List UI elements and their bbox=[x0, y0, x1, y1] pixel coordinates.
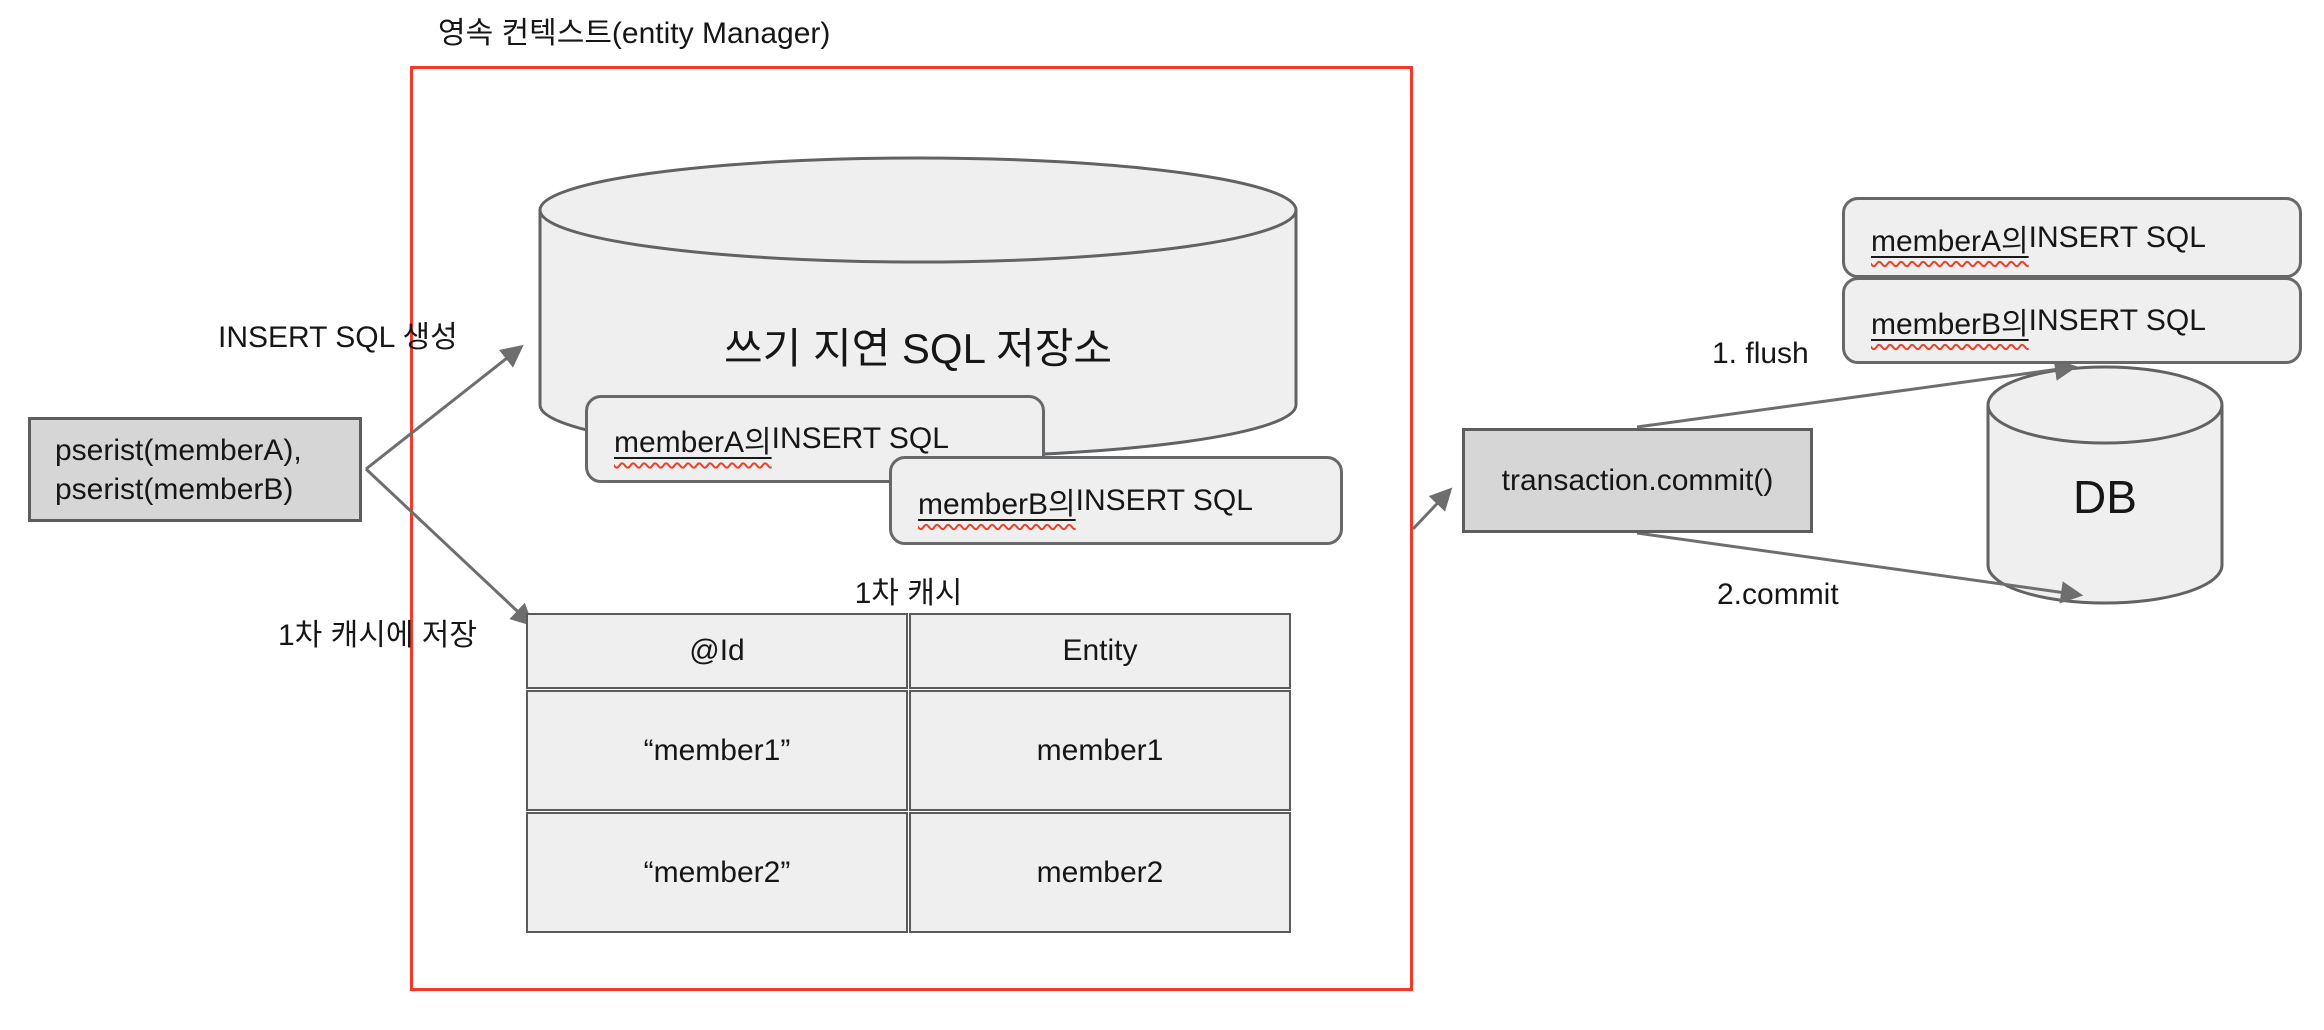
sql-label-underlined: memberA의 bbox=[614, 426, 772, 459]
label-flush-step: 1. flush bbox=[1712, 337, 1809, 370]
persist-call-line1: pserist(memberA), bbox=[55, 433, 302, 467]
db-label: DB bbox=[2073, 471, 2137, 523]
cache-cell-row1-id: “member1” bbox=[526, 690, 908, 811]
label-insert-sql-gen: INSERT SQL 생성 bbox=[218, 321, 458, 354]
arrow-flush bbox=[1636, 358, 2078, 429]
first-cache-table: @Id Entity “member1” member1 “member2” m… bbox=[526, 613, 1291, 933]
arrow-save-first-cache bbox=[364, 467, 534, 627]
persist-call-box: pserist(memberA), pserist(memberB) bbox=[28, 417, 362, 522]
persistence-context-frame bbox=[410, 66, 1413, 991]
sql-label-rest: INSERT SQL bbox=[2028, 303, 2206, 337]
sql-label-rest: INSERT SQL bbox=[771, 422, 949, 455]
label-commit-step: 2.commit bbox=[1717, 578, 1839, 611]
transaction-commit-box: transaction.commit() bbox=[1462, 428, 1813, 533]
cache-header-id: @Id bbox=[526, 613, 908, 689]
flushed-sql-box-memberB: memberB의 INSERT SQL bbox=[1842, 277, 2302, 364]
sql-store-label: 쓰기 지연 SQL 저장소 bbox=[724, 325, 1112, 372]
cache-cell-row1-entity: member1 bbox=[909, 690, 1291, 811]
arrow-insert-sql-gen bbox=[365, 344, 524, 471]
sql-label-rest: INSERT SQL bbox=[2028, 220, 2206, 254]
flushed-sql-box-memberA: memberA의 INSERT SQL bbox=[1842, 197, 2302, 278]
transaction-commit-label: transaction.commit() bbox=[1501, 463, 1774, 497]
store-sql-box-memberB: memberB의 INSERT SQL bbox=[889, 456, 1343, 545]
arrow-commit bbox=[1636, 531, 2084, 604]
sql-label-rest: INSERT SQL bbox=[1075, 483, 1253, 517]
arrow-to-transaction-commit bbox=[1411, 487, 1453, 531]
sql-label-underlined: memberB의 bbox=[1871, 307, 2029, 341]
sql-label-underlined: memberB의 bbox=[918, 487, 1076, 521]
diagram-title: 영속 컨텍스트(entity Manager) bbox=[438, 17, 831, 50]
cache-header-entity: Entity bbox=[909, 613, 1291, 689]
sql-label-underlined: memberA의 bbox=[1871, 224, 2029, 258]
first-cache-title: 1차 캐시 bbox=[854, 577, 963, 610]
db-cylinder bbox=[1986, 365, 2224, 605]
cache-cell-row2-id: “member2” bbox=[526, 812, 908, 933]
label-save-first-cache: 1차 캐시에 저장 bbox=[278, 619, 477, 652]
cache-cell-row2-entity: member2 bbox=[909, 812, 1291, 933]
persist-call-line2: pserist(memberB) bbox=[55, 472, 294, 506]
